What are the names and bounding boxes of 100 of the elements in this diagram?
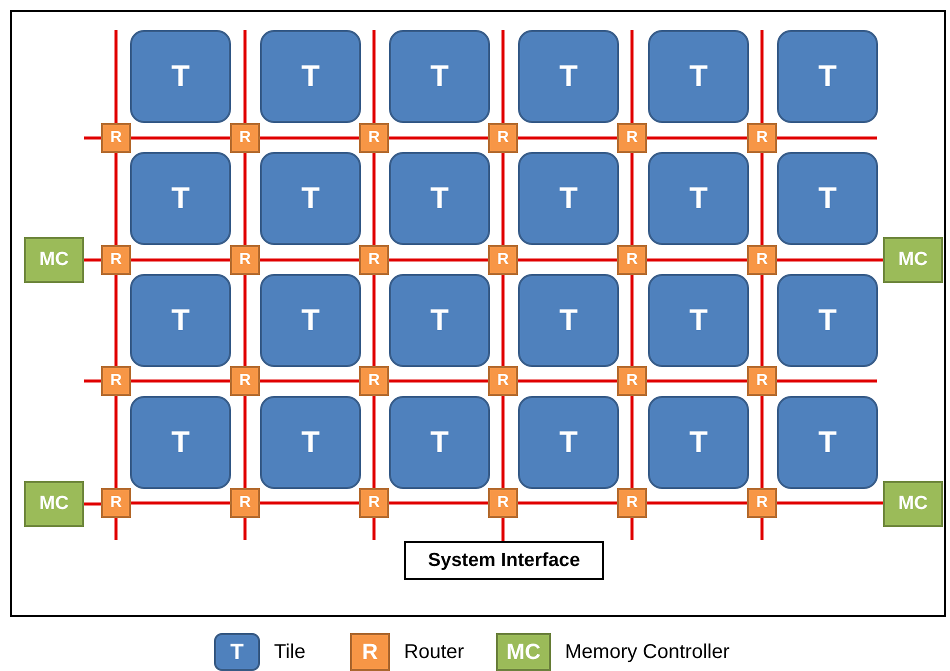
interconnect-line xyxy=(244,396,246,488)
interconnect-line xyxy=(502,30,504,123)
interconnect-line xyxy=(518,258,617,262)
tile-box: T xyxy=(518,30,619,123)
tile-box: T xyxy=(130,274,231,367)
interconnect-line xyxy=(518,502,617,504)
tile-box: T xyxy=(260,274,361,367)
router-box: R xyxy=(101,366,131,396)
router-box: R xyxy=(359,488,389,518)
router-box: R xyxy=(230,488,260,518)
tile-box: T xyxy=(130,30,231,123)
interconnect-line xyxy=(131,380,230,382)
interconnect-line xyxy=(131,258,230,262)
tile-box: T xyxy=(260,152,361,245)
tile-box: T xyxy=(389,396,490,489)
interconnect-line xyxy=(502,153,504,245)
interconnect-line xyxy=(260,380,359,382)
interconnect-line xyxy=(760,396,764,488)
tile-box: T xyxy=(648,30,749,123)
interconnect-line xyxy=(114,30,118,123)
tile-box: T xyxy=(389,30,490,123)
router-box: R xyxy=(488,245,518,275)
router-box: R xyxy=(617,488,647,518)
router-box: R xyxy=(230,366,260,396)
interconnect-line xyxy=(84,380,101,382)
tile-box: T xyxy=(260,396,361,489)
router-box: R xyxy=(359,366,389,396)
router-box: R xyxy=(230,123,260,153)
interconnect-line xyxy=(647,258,747,262)
interconnect-line xyxy=(244,518,246,540)
memory-controller-box: MC xyxy=(883,237,943,283)
tile-box: T xyxy=(648,274,749,367)
tile-box: T xyxy=(130,396,231,489)
interconnect-line xyxy=(260,502,359,504)
interconnect-line xyxy=(84,136,101,140)
interconnect-line xyxy=(647,380,747,382)
swatch-letter: T xyxy=(230,639,244,665)
interconnect-line xyxy=(760,275,764,366)
tile-box: T xyxy=(518,152,619,245)
tile-box: T xyxy=(777,396,878,489)
interconnect-line xyxy=(777,258,883,262)
interconnect-line xyxy=(760,518,764,540)
memory-controller-box: MC xyxy=(24,237,84,283)
system-interface-box: System Interface xyxy=(404,541,604,580)
tile-box: T xyxy=(518,396,619,489)
interconnect-line xyxy=(630,30,634,123)
interconnect-line xyxy=(372,153,376,245)
interconnect-line xyxy=(131,502,230,504)
router-box: R xyxy=(617,123,647,153)
interconnect-line xyxy=(260,258,359,262)
interconnect-line xyxy=(260,136,359,140)
interconnect-line xyxy=(244,275,246,366)
interconnect-line xyxy=(630,275,634,366)
router-box: R xyxy=(359,123,389,153)
router-box: R xyxy=(101,123,131,153)
router-box: R xyxy=(101,488,131,518)
interconnect-line xyxy=(244,153,246,245)
interconnect-line xyxy=(244,30,246,123)
interconnect-line xyxy=(502,275,504,366)
router-box: R xyxy=(488,123,518,153)
interconnect-line xyxy=(131,136,230,140)
tile-box: T xyxy=(389,152,490,245)
interconnect-line xyxy=(630,396,634,488)
router-box: R xyxy=(230,245,260,275)
tile-box: T xyxy=(777,274,878,367)
interconnect-line xyxy=(760,153,764,245)
tile-box: T xyxy=(648,152,749,245)
interconnect-line xyxy=(389,380,488,382)
router-box: R xyxy=(101,245,131,275)
router-box: R xyxy=(747,245,777,275)
interconnect-line xyxy=(630,153,634,245)
router-box: R xyxy=(359,245,389,275)
tile-box: T xyxy=(260,30,361,123)
interconnect-line xyxy=(114,153,118,245)
interconnect-line xyxy=(502,518,504,541)
interconnect-line xyxy=(647,136,747,140)
tile-box: T xyxy=(518,274,619,367)
interconnect-line xyxy=(389,136,488,140)
tile-box: T xyxy=(777,30,878,123)
interconnect-line xyxy=(518,136,617,140)
interconnect-line xyxy=(389,258,488,262)
interconnect-line xyxy=(372,518,376,540)
router-box: R xyxy=(747,488,777,518)
interconnect-line xyxy=(777,502,883,504)
tile-box: T xyxy=(389,274,490,367)
tile-box: T xyxy=(130,152,231,245)
interconnect-line xyxy=(502,396,504,488)
tile-box: T xyxy=(777,152,878,245)
interconnect-line xyxy=(630,518,634,540)
router-box: R xyxy=(747,366,777,396)
interconnect-line xyxy=(777,380,877,382)
interconnect-line xyxy=(389,502,488,504)
interconnect-line xyxy=(114,518,118,540)
interconnect-line xyxy=(760,30,764,123)
legend-text: Memory Controller xyxy=(565,640,730,664)
router-box: R xyxy=(747,123,777,153)
interconnect-line xyxy=(114,275,118,366)
swatch-letter: R xyxy=(362,639,378,665)
interconnect-line xyxy=(372,275,376,366)
memory-controller-box: MC xyxy=(24,481,84,527)
